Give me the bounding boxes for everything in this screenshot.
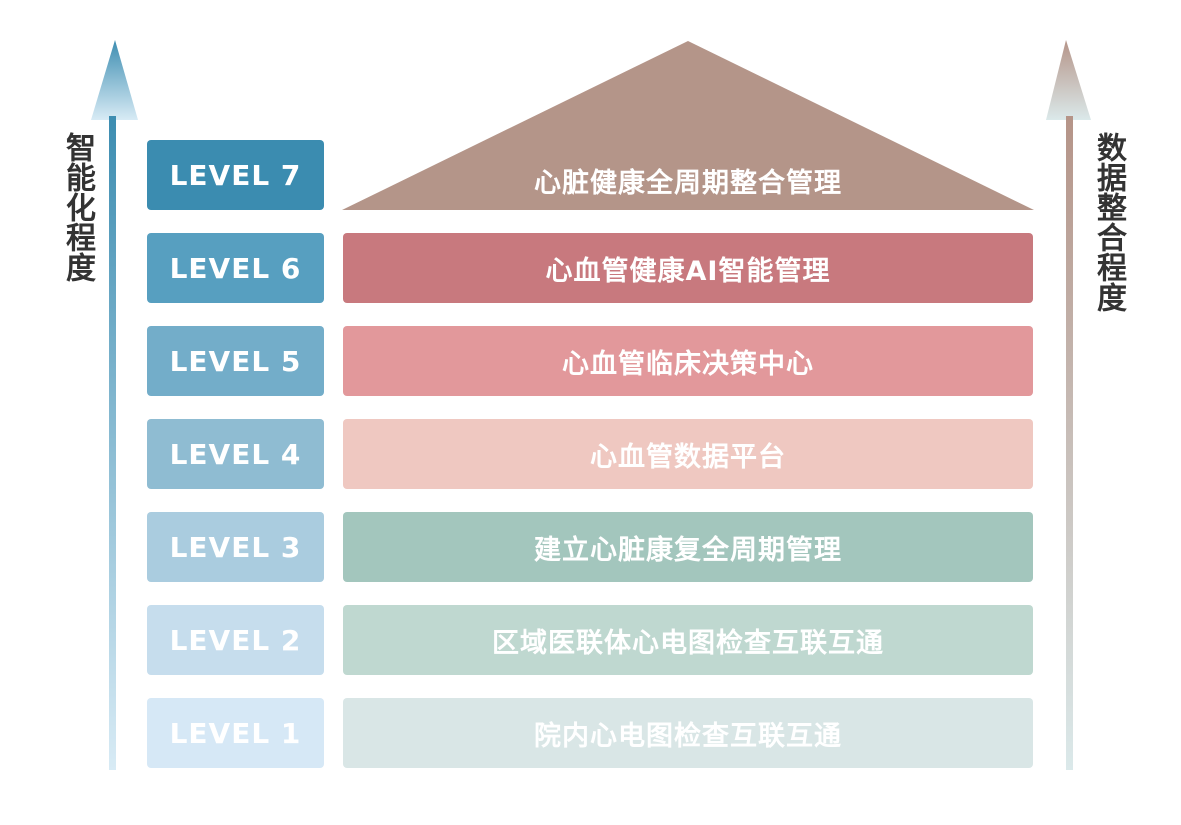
level-1-badge: LEVEL 1: [147, 698, 324, 768]
roof-triangle: [342, 41, 1034, 210]
level-1-text: LEVEL 1: [169, 716, 302, 750]
level-6-text: LEVEL 6: [169, 251, 302, 285]
roof-label: 心脏健康全周期整合管理: [534, 167, 842, 199]
level-2-label: 区域医联体心电图检查互联互通: [492, 627, 884, 659]
level-5-bar: 心血管临床决策中心: [343, 326, 1033, 396]
right-arrow-shaft: [1066, 116, 1073, 770]
level-1-bar: 院内心电图检查互联互通: [343, 698, 1033, 768]
left-arrow-head: [91, 40, 138, 120]
level-7-text: LEVEL 7: [169, 158, 302, 192]
level-5-text: LEVEL 5: [169, 344, 302, 378]
level-6-label: 心血管健康AI智能管理: [545, 255, 831, 287]
level-4-label: 心血管数据平台: [590, 441, 786, 473]
right-axis-arrow: [1046, 40, 1091, 770]
right-axis-label: 数据整合程度: [1091, 132, 1126, 312]
level-3-badge: LEVEL 3: [147, 512, 324, 582]
level-2-text: LEVEL 2: [169, 623, 302, 657]
left-arrow-shaft: [109, 116, 116, 770]
level-3-text: LEVEL 3: [169, 530, 302, 564]
level-6-badge: LEVEL 6: [147, 233, 324, 303]
level-2-bar: 区域医联体心电图检查互联互通: [343, 605, 1033, 675]
level-1-label: 院内心电图检查互联互通: [534, 720, 842, 752]
level-3-label: 建立心脏康复全周期管理: [534, 534, 842, 566]
level-4-text: LEVEL 4: [169, 437, 302, 471]
left-axis-label: 智能化程度: [60, 132, 95, 282]
level-2-badge: LEVEL 2: [147, 605, 324, 675]
level-4-bar: 心血管数据平台: [343, 419, 1033, 489]
right-arrow-head: [1046, 40, 1091, 120]
left-axis-arrow: [91, 40, 138, 770]
level-6-bar: 心血管健康AI智能管理: [343, 233, 1033, 303]
level-5-badge: LEVEL 5: [147, 326, 324, 396]
level-7-badge: LEVEL 7: [147, 140, 324, 210]
level-5-label: 心血管临床决策中心: [562, 348, 814, 380]
level-3-bar: 建立心脏康复全周期管理: [343, 512, 1033, 582]
level-4-badge: LEVEL 4: [147, 419, 324, 489]
